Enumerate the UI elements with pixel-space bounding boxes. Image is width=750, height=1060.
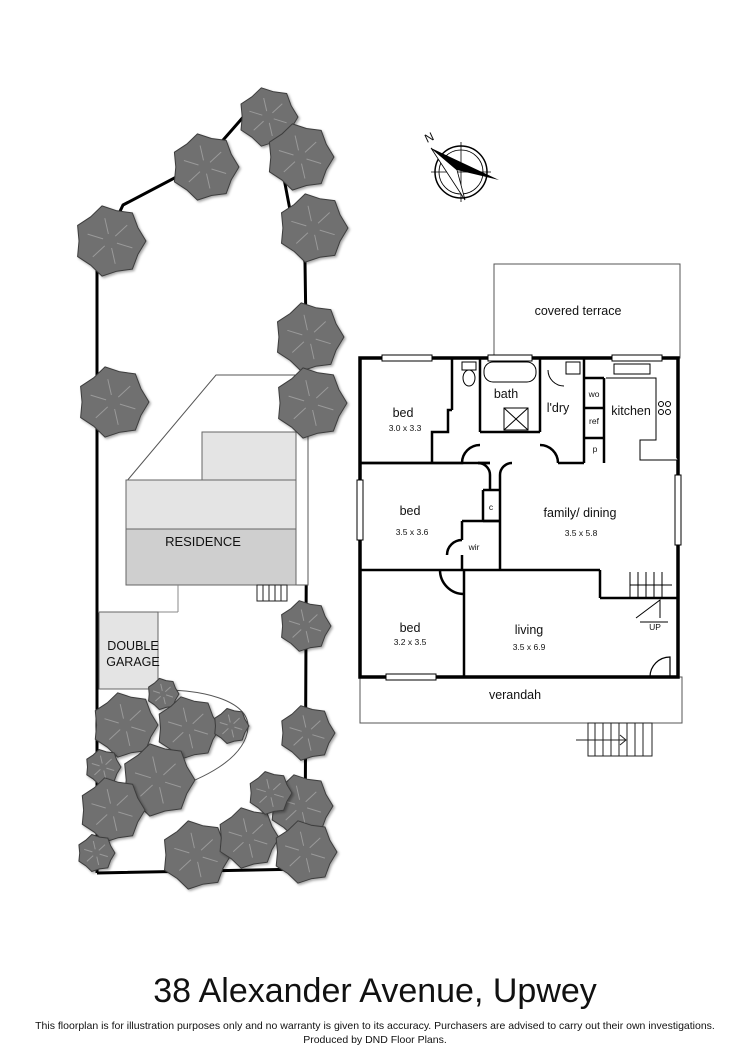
kitchen-label: kitchen xyxy=(611,404,651,418)
family-dining-size: 3.5 x 5.8 xyxy=(565,528,598,538)
compass-needle-light xyxy=(430,147,466,201)
stairs-up-label: UP xyxy=(649,622,661,632)
living-label: living xyxy=(515,623,544,637)
bathroom-fixtures xyxy=(461,361,537,431)
covered-terrace xyxy=(493,263,681,359)
tree-icon xyxy=(219,807,280,869)
roof-upper-block xyxy=(201,431,297,483)
bed2-label: bed xyxy=(400,504,421,518)
bed1-label: bed xyxy=(393,406,414,420)
kitchen-bench xyxy=(606,363,678,461)
site-steps xyxy=(256,584,288,602)
tree-icon xyxy=(281,705,336,761)
tree-icon xyxy=(214,708,250,744)
closet-label: c xyxy=(489,502,494,512)
tree-icon xyxy=(281,193,349,263)
double-garage xyxy=(98,611,159,690)
verandah-label: verandah xyxy=(489,688,541,702)
laundry-door-arc xyxy=(547,369,565,387)
laundry-label: l'dry xyxy=(547,401,570,415)
tree-icon xyxy=(268,123,335,191)
tree-icon xyxy=(158,696,221,760)
ref-label: ref xyxy=(589,416,600,426)
tree-icon xyxy=(94,692,159,758)
tree-icon xyxy=(77,205,147,277)
roof-lower-block xyxy=(125,528,297,586)
tree-icon xyxy=(275,820,338,884)
compass-north-label: N xyxy=(422,129,436,145)
tree-icon xyxy=(277,302,345,372)
verandah xyxy=(359,676,683,724)
tree-icon xyxy=(278,367,348,439)
disclaimer: This floorplan is for illustration purpo… xyxy=(0,1019,750,1047)
covered-terrace-label: covered terrace xyxy=(535,304,622,318)
house-floor-plan: covered terrace verandah xyxy=(356,263,683,757)
windows xyxy=(356,354,682,681)
bed2-size: 3.5 x 3.6 xyxy=(396,527,429,537)
garage-label-line1: DOUBLE xyxy=(107,639,158,653)
bed1-size: 3.0 x 3.3 xyxy=(389,423,422,433)
wir-label: wir xyxy=(468,542,480,552)
property-address-title: 38 Alexander Avenue, Upwey xyxy=(153,972,597,1010)
bath-label: bath xyxy=(494,387,518,401)
north-compass: N xyxy=(422,129,499,202)
bed3-label: bed xyxy=(400,621,421,635)
tree-icon xyxy=(81,777,146,843)
disclaimer-line2: Produced by DND Floor Plans. xyxy=(303,1034,447,1046)
residence-label: RESIDENCE xyxy=(165,534,241,549)
interior-walls xyxy=(360,358,678,677)
laundry-trough xyxy=(565,361,581,375)
tree-icon xyxy=(173,133,240,201)
bed3-size: 3.2 x 3.5 xyxy=(394,637,427,647)
pantry-label: p xyxy=(593,444,598,454)
internal-stairs xyxy=(629,572,672,623)
disclaimer-line1: This floorplan is for illustration purpo… xyxy=(35,1020,715,1032)
compass-needle xyxy=(431,148,499,180)
tree-icon xyxy=(78,834,116,872)
living-door-arc xyxy=(649,656,671,678)
tree-icon xyxy=(249,771,293,815)
wo-label: wo xyxy=(588,389,600,399)
tree-icon xyxy=(281,600,332,652)
site-plan: RESIDENCE DOUBLE GARAGE xyxy=(77,87,349,890)
family-dining-label: family/ dining xyxy=(544,506,617,520)
garage-label-line2: GARAGE xyxy=(106,655,160,669)
tree-icon xyxy=(164,820,232,890)
tree-icon xyxy=(124,743,196,817)
trees xyxy=(77,87,349,890)
verandah-steps xyxy=(576,722,653,757)
living-size: 3.5 x 6.9 xyxy=(513,642,546,652)
roof-middle-block xyxy=(125,479,297,530)
tree-icon xyxy=(80,366,150,438)
